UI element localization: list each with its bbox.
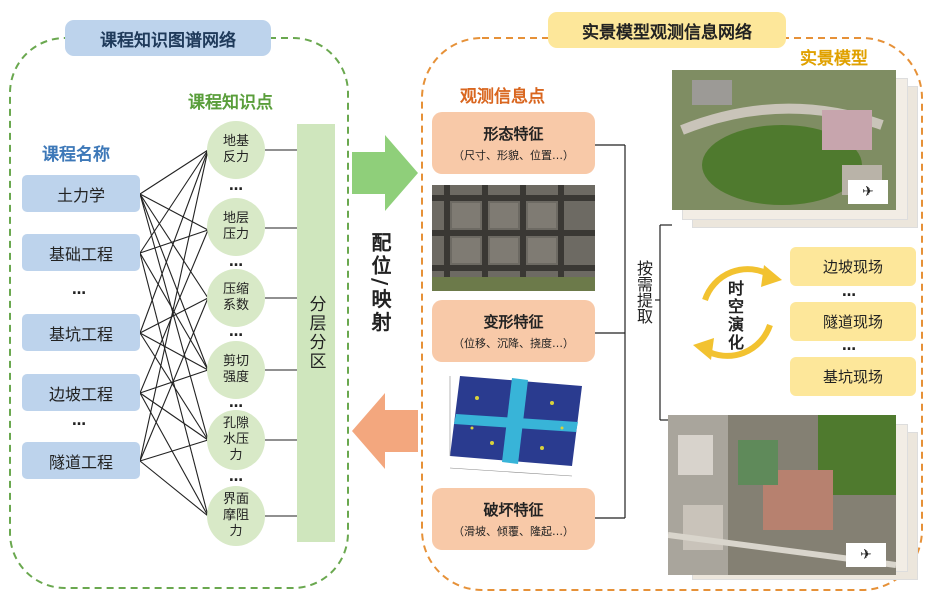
site-slope: 边坡现场 bbox=[790, 247, 916, 286]
map-arrow-left bbox=[352, 393, 418, 469]
kp-line: 水压 bbox=[222, 432, 249, 447]
pit-model-photo: ✈ bbox=[668, 415, 896, 575]
kp-line: 地基 bbox=[222, 134, 249, 149]
layer-zoning-label: 分层分区 bbox=[305, 295, 326, 371]
deformation-heatmap bbox=[432, 368, 595, 480]
feature-deformation: 变形特征 （位移、沉降、挠度…） bbox=[432, 300, 595, 362]
site-ellipsis: … bbox=[842, 338, 857, 354]
knowledge-point: 孔隙 水压 力 bbox=[207, 410, 265, 470]
slope-model-photo: ✈ bbox=[672, 70, 896, 210]
feature-sub: （位移、沉降、挠度…） bbox=[453, 337, 574, 350]
kp-ellipsis: … bbox=[229, 178, 244, 194]
extract-label: 按需提取 bbox=[631, 258, 655, 326]
knowledge-point: 地基 反力 bbox=[207, 121, 265, 179]
site-ellipsis: … bbox=[842, 284, 857, 300]
drone-icon: ✈ bbox=[848, 180, 888, 204]
knowledge-layer-links bbox=[265, 149, 298, 517]
kp-ellipsis: … bbox=[229, 324, 244, 340]
feature-failure: 破坏特征 （滑坡、倾覆、隆起…） bbox=[432, 488, 595, 550]
feature-title: 变形特征 bbox=[483, 313, 544, 331]
kp-line: 压力 bbox=[222, 227, 249, 242]
kp-line: 摩阻 bbox=[222, 508, 249, 523]
site-pit: 基坑现场 bbox=[790, 357, 916, 396]
retaining-wall-photo bbox=[432, 185, 595, 291]
knowledge-point: 地层 压力 bbox=[207, 198, 265, 256]
kp-line: 界面 bbox=[222, 492, 249, 507]
obs-header: 观测信息点 bbox=[460, 87, 545, 107]
kp-ellipsis: … bbox=[229, 469, 244, 485]
kp-line: 反力 bbox=[222, 150, 249, 165]
wall-grid-image bbox=[432, 185, 595, 291]
site-tunnel: 隧道现场 bbox=[790, 302, 916, 341]
kp-line: 压缩 bbox=[222, 282, 249, 297]
kp-line: 力 bbox=[229, 448, 243, 463]
kp-line: 系数 bbox=[222, 298, 249, 313]
knowledge-graph-title: 课程知识图谱网络 bbox=[65, 20, 271, 56]
drone-icon: ✈ bbox=[846, 543, 886, 567]
feature-title: 破坏特征 bbox=[483, 501, 544, 519]
model-header: 实景模型 bbox=[800, 49, 868, 69]
model-network-panel bbox=[421, 37, 923, 591]
kp-line: 剪切 bbox=[222, 354, 249, 369]
kp-ellipsis: … bbox=[229, 395, 244, 411]
course-ellipsis: … bbox=[72, 413, 87, 429]
course-tunnel-engineering: 隧道工程 bbox=[22, 442, 140, 479]
kp-line: 力 bbox=[229, 524, 243, 539]
map-arrow-right bbox=[352, 135, 418, 211]
kp-ellipsis: … bbox=[229, 254, 244, 270]
heatmap-image bbox=[449, 376, 582, 477]
kp-line: 强度 bbox=[222, 370, 249, 385]
layer-zoning-bar: 分层分区 bbox=[297, 124, 335, 542]
feature-morphology: 形态特征 （尺寸、形貌、位置…） bbox=[432, 112, 595, 174]
course-header: 课程名称 bbox=[42, 145, 110, 165]
knowledge-point: 界面 摩阻 力 bbox=[207, 486, 265, 546]
mapping-label: 配位/映射 bbox=[368, 232, 392, 335]
course-knowledge-links bbox=[139, 149, 209, 517]
course-slope-engineering: 边坡工程 bbox=[22, 374, 140, 411]
kp-line: 地层 bbox=[222, 211, 249, 226]
knowledge-point: 压缩 系数 bbox=[207, 269, 265, 327]
knowledge-header: 课程知识点 bbox=[188, 93, 273, 113]
extract-connectors bbox=[595, 144, 672, 519]
feature-sub: （滑坡、倾覆、隆起…） bbox=[453, 525, 574, 538]
feature-title: 形态特征 bbox=[483, 125, 544, 143]
evolution-label: 时空演化 bbox=[725, 280, 744, 352]
course-foundation-engineering: 基础工程 bbox=[22, 234, 140, 271]
feature-sub: （尺寸、形貌、位置…） bbox=[453, 149, 574, 162]
course-soil-mechanics: 土力学 bbox=[22, 175, 140, 212]
course-ellipsis: … bbox=[72, 282, 87, 298]
kp-line: 孔隙 bbox=[222, 416, 249, 431]
course-pit-engineering: 基坑工程 bbox=[22, 314, 140, 351]
evolution-cycle-icon bbox=[693, 265, 782, 360]
knowledge-point: 剪切 强度 bbox=[207, 341, 265, 399]
model-network-title: 实景模型观测信息网络 bbox=[548, 12, 786, 48]
